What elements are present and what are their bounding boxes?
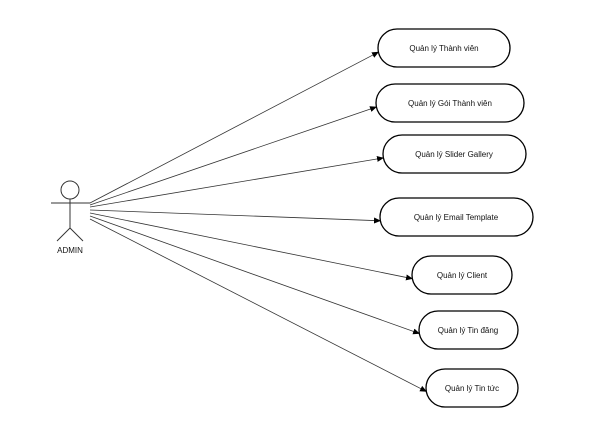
- use-case-tin-tuc[interactable]: Quản lý Tin tức: [425, 368, 519, 408]
- use-case-label: Quản lý Email Template: [414, 213, 499, 222]
- use-case-shape: [382, 134, 527, 174]
- use-case-label: Quản lý Thành viên: [409, 44, 478, 53]
- association-arrow: [89, 212, 414, 281]
- actor-head: [60, 180, 80, 200]
- use-case-shape: [375, 83, 525, 123]
- use-case-shape: [425, 368, 519, 408]
- use-case-shape: [411, 255, 513, 295]
- association-arrow: [89, 155, 385, 208]
- use-case-label: Quản lý Slider Gallery: [415, 150, 493, 159]
- actor-label: ADMIN: [57, 246, 83, 255]
- use-case-shape: [379, 197, 534, 237]
- use-case-label: Quản lý Gói Thành viên: [408, 99, 492, 108]
- actor-left-leg: [56, 227, 71, 242]
- use-case-thanh-vien[interactable]: Quản lý Thành viên: [377, 28, 511, 68]
- use-case-shape: [377, 28, 511, 68]
- association-arrow: [89, 106, 378, 206]
- association-arrow: [89, 51, 380, 204]
- association-arrow: [89, 209, 382, 224]
- use-case-goi-thanh-vien[interactable]: Quản lý Gói Thành viên: [375, 83, 525, 123]
- use-case-tin-dang[interactable]: Quản lý Tin đăng: [418, 310, 519, 350]
- association-arrow: [89, 215, 421, 335]
- associations: [89, 51, 428, 393]
- use-case-client[interactable]: Quản lý Client: [411, 255, 513, 295]
- use-case-email-template[interactable]: Quản lý Email Template: [379, 197, 534, 237]
- use-case-label: Quản lý Tin tức: [445, 384, 499, 393]
- use-cases: Quản lý Thành viên Quản lý Gói Thành viê…: [375, 28, 534, 408]
- association-arrow: [89, 218, 428, 393]
- actor-right-leg: [69, 227, 84, 242]
- use-case-label: Quản lý Tin đăng: [438, 326, 498, 335]
- use-case-slider-gallery[interactable]: Quản lý Slider Gallery: [382, 134, 527, 174]
- use-case-shape: [418, 310, 519, 350]
- actor-admin[interactable]: ADMIN: [51, 180, 90, 255]
- use-case-label: Quản lý Client: [437, 271, 488, 280]
